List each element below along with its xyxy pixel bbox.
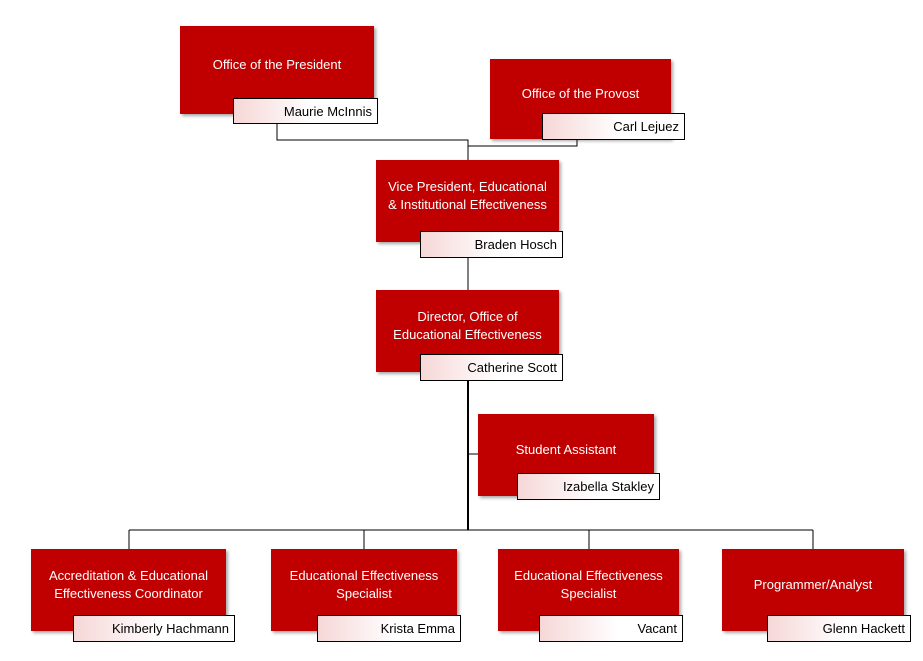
president-name-tag: Maurie McInnis [233,98,378,124]
specialist2-title: Educational Effectiveness Specialist [514,568,663,601]
vp-title: Vice President, Educational & Institutio… [388,179,547,212]
specialist1-title: Educational Effectiveness Specialist [289,568,439,601]
programmer-title: Programmer/Analyst [753,577,873,592]
programmer-name: Glenn Hackett [822,621,905,636]
connector-provost [468,140,578,147]
assistant-name-tag: Izabella Stakley [517,473,660,500]
specialist2-name-tag: Vacant [539,615,683,642]
provost-title: Office of the Provost [521,86,640,101]
director-name-tag: Catherine Scott [420,354,563,381]
programmer-name-tag: Glenn Hackett [767,615,911,642]
assistant-name: Izabella Stakley [562,479,654,494]
specialist1-name: Krista Emma [380,621,455,636]
director-title: Director, Office of Educational Effectiv… [393,309,542,342]
vp-name-tag: Braden Hosch [420,231,563,258]
provost-name-tag: Carl Lejuez [542,113,685,140]
assistant-title: Student Assistant [515,442,617,457]
vp-name: Braden Hosch [474,237,557,252]
vp-box: Vice President, Educational & Institutio… [376,160,559,242]
coordinator-name: Kimberly Hachmann [111,621,229,636]
connector-president [276,123,469,160]
director-name: Catherine Scott [467,360,557,375]
president-name: Maurie McInnis [283,103,372,119]
coordinator-title: Accreditation & Educational Effectivenes… [49,568,208,601]
provost-name: Carl Lejuez [613,119,679,134]
president-title: Office of the President [212,57,342,72]
specialist1-name-tag: Krista Emma [317,615,461,642]
coordinator-name-tag: Kimberly Hachmann [73,615,235,642]
specialist2-name: Vacant [637,621,677,636]
